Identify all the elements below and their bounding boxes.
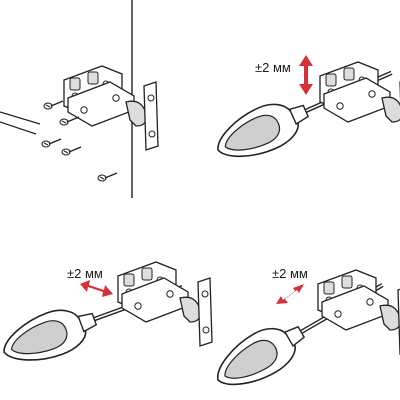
screw-icon — [43, 100, 64, 110]
double-arrow-icon — [276, 284, 304, 304]
screw-icon — [97, 172, 118, 182]
hinge-icon — [117, 261, 213, 347]
panel-side — [206, 265, 400, 400]
double-arrow-icon — [299, 55, 313, 95]
screw-icon — [61, 146, 82, 156]
screw-icon — [41, 138, 62, 148]
hinge-icon — [319, 61, 400, 147]
double-arrow-icon — [80, 280, 113, 297]
screw-icon — [59, 116, 80, 126]
panel-depth — [0, 261, 213, 374]
hinge-icon — [317, 269, 400, 355]
panel-mount — [0, 0, 159, 198]
adjust-label-vertical: ±2 мм — [255, 60, 291, 75]
adjust-label-depth: ±2 мм — [67, 266, 103, 281]
adjust-label-side: ±2 мм — [272, 266, 308, 281]
panel-vertical — [208, 51, 400, 171]
hinge-icon — [63, 65, 159, 151]
